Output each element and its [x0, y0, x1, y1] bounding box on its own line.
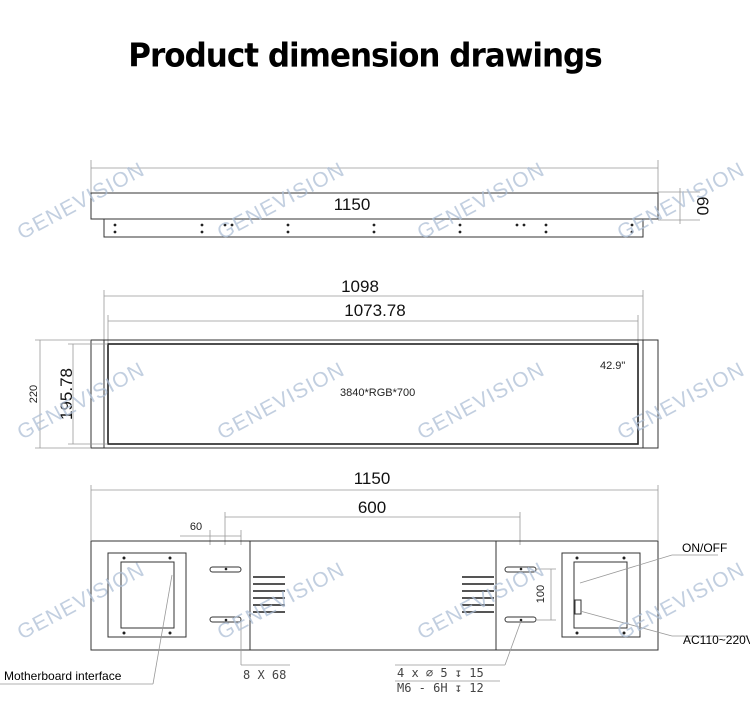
motherboard-bay — [107, 552, 187, 638]
power-switch-label: ON/OFF — [682, 541, 727, 555]
dim-slot-width: 60 — [190, 521, 202, 533]
front-view: 1098 1073.78 220 195.78 3840*RGB*700 42.… — [28, 277, 659, 449]
hole-spec-line1: 4 x ∅ 5 ↧ 15 — [397, 666, 484, 680]
top-body-outline — [103, 218, 644, 238]
svg-text:GENEVISION: GENEVISION — [214, 358, 349, 444]
dim-front-active-height: 195.78 — [57, 368, 76, 420]
vent-left — [253, 576, 285, 613]
top-bezel-outline — [90, 192, 659, 220]
svg-text:GENEVISION: GENEVISION — [14, 558, 149, 644]
rear-outline — [90, 540, 659, 651]
top-view: 1150 60 — [90, 160, 712, 238]
svg-text:GENEVISION: GENEVISION — [214, 558, 349, 644]
dim-top-width: 1150 — [334, 195, 371, 214]
svg-text:GENEVISION: GENEVISION — [414, 158, 549, 244]
top-holes — [113, 223, 634, 234]
dim-mount-spacing: 600 — [358, 498, 386, 517]
vent-spec-label: 8 X 68 — [243, 668, 286, 682]
svg-text:GENEVISION: GENEVISION — [614, 558, 749, 644]
resolution-label: 3840*RGB*700 — [340, 387, 415, 399]
ac-inlet — [574, 599, 582, 615]
vent-right — [462, 576, 494, 613]
power-bay — [561, 552, 641, 638]
diagonal-label: 42.9" — [600, 360, 625, 372]
dim-front-outer-width: 1098 — [341, 277, 379, 296]
svg-text:GENEVISION: GENEVISION — [614, 358, 749, 444]
svg-text:GENEVISION: GENEVISION — [414, 558, 549, 644]
svg-text:GENEVISION: GENEVISION — [614, 158, 749, 244]
svg-text:GENEVISION: GENEVISION — [14, 158, 149, 244]
page-title: Product dimension drawings — [128, 37, 602, 75]
dim-top-height: 60 — [693, 197, 712, 216]
mount-slots — [209, 566, 537, 623]
svg-text:GENEVISION: GENEVISION — [214, 158, 349, 244]
motherboard-interface-label: Motherboard interface — [4, 669, 122, 683]
dim-front-active-width: 1073.78 — [344, 301, 405, 320]
rear-view: 1150 600 60 100 — [0, 469, 750, 695]
rear-center-panel — [249, 540, 497, 651]
dim-mount-height: 100 — [535, 585, 547, 603]
hole-spec-line2: M6 - 6H ↧ 12 — [397, 681, 484, 695]
dim-front-outer-height: 220 — [28, 385, 40, 403]
front-active-area — [107, 343, 639, 445]
svg-text:GENEVISION: GENEVISION — [414, 358, 549, 444]
power-input-label: AC110~220V — [683, 633, 750, 647]
front-outer-frame — [90, 339, 659, 449]
dim-rear-width: 1150 — [354, 469, 391, 488]
